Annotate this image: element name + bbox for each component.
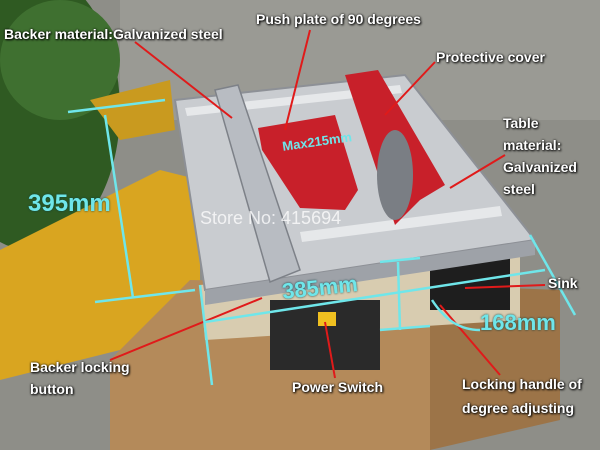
store-watermark: Store No: 415694: [200, 208, 342, 228]
label-locking-handle: Locking handle of degree adjusting: [462, 376, 582, 416]
arrow-push-plate: [284, 29, 311, 131]
label-protective-cover: Protective cover: [436, 49, 545, 65]
depth-tick-bottom: [94, 288, 196, 304]
height-tick-bottom: [379, 324, 431, 332]
dimension-depth: 395mm: [28, 190, 111, 217]
depth-line: [103, 114, 135, 299]
height-leader: [430, 299, 481, 332]
dimension-lines: [67, 98, 577, 386]
label-push-plate: Push plate of 90 degrees: [256, 11, 421, 27]
arrow-locking-handle: [439, 304, 501, 376]
table-edge: [205, 240, 535, 305]
label-sink: Sink: [548, 275, 578, 291]
width-tick-left: [198, 284, 214, 386]
depth-tick-top: [67, 98, 166, 114]
arrow-power-switch: [324, 321, 336, 379]
push-plate: [258, 115, 358, 210]
label-table-material: Table material: Galvanized steel: [503, 115, 577, 197]
dimension-height: 168mm: [480, 310, 556, 335]
saw-blade: [377, 130, 413, 220]
front-ruler: [300, 206, 502, 242]
motor-housing: [270, 300, 380, 370]
label-backer-locking: Backer locking button: [30, 359, 130, 397]
width-tick-right: [528, 234, 577, 316]
width-line: [204, 268, 546, 324]
height-tick-top: [379, 256, 421, 264]
arrow-protective-cover: [384, 61, 436, 116]
arrow-table-material: [449, 154, 506, 189]
bush-highlight: [0, 0, 120, 120]
arrow-sink: [464, 284, 546, 289]
height-line: [396, 261, 402, 331]
arrow-backer-locking: [109, 297, 263, 361]
label-power-switch: Power Switch: [292, 379, 384, 395]
curb-top: [90, 80, 175, 140]
backer-fence: [214, 84, 301, 284]
red-arrows: [109, 29, 546, 379]
label-backer-material: Backer material:Galvanized steel: [4, 26, 223, 42]
arrow-backer-material: [134, 41, 233, 119]
power-switch: [318, 312, 336, 326]
